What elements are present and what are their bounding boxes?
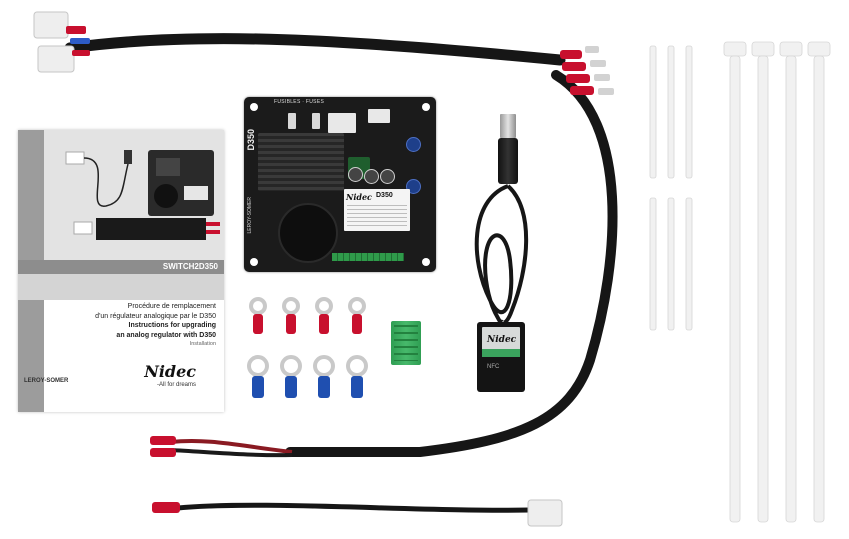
large-zip-ties	[723, 41, 831, 523]
regulator-label-lines	[347, 205, 407, 227]
manual-illustration-area	[44, 130, 224, 260]
capacitor	[364, 169, 379, 184]
pigtail-wires-black	[169, 448, 293, 458]
bottom-red-terminal	[152, 502, 180, 513]
nfc-icon: NFC	[487, 364, 500, 370]
nfc-dongle: Nidec NFC	[477, 322, 525, 392]
regulator-label-model: D350	[376, 192, 393, 199]
manual-brand-leroy-somer: LEROY-SOMER	[24, 378, 69, 384]
manual-illustration	[65, 150, 220, 240]
manual-subtitle: Installation	[189, 341, 216, 347]
ring-terminals-red	[249, 297, 366, 334]
regulator-potentiometer	[278, 203, 338, 263]
usb-cable-coil	[474, 184, 514, 323]
regulator-brand-side: LEROY-SOMER	[247, 197, 253, 234]
d350-regulator: FUSIBLES · FUSES D350 LEROY-SOMER Nidec …	[244, 97, 436, 272]
ring-terminals-blue	[247, 355, 368, 398]
mount-hole	[422, 258, 430, 266]
instruction-manual: SWITCH2D350 Procédure de remplacement d'…	[18, 130, 224, 412]
regulator-connector	[368, 109, 390, 123]
regulator-connector	[328, 113, 356, 133]
fuse	[312, 113, 320, 129]
regulator-model-side: D350	[246, 129, 256, 151]
regulator-label: Nidec D350	[344, 189, 410, 231]
manual-title-fr-1: Procédure de remplacement	[127, 303, 216, 310]
dongle-brand: Nidec	[487, 335, 517, 345]
mount-hole	[250, 258, 258, 266]
manual-product-code: SWITCH2D350	[162, 262, 218, 271]
regulator-top-label: FUSIBLES · FUSES	[274, 99, 325, 105]
dongle-green-bar	[482, 349, 520, 357]
capacitor	[380, 169, 395, 184]
manual-title-en-1: Instructions for upgrading	[128, 322, 217, 329]
white-connectors-top-left	[33, 11, 90, 73]
manual-title-en-2: an analog regulator with D350	[116, 331, 216, 339]
red-terminals-pigtail	[150, 436, 176, 457]
capacitor	[348, 167, 363, 182]
mount-hole	[422, 103, 430, 111]
bottom-cable	[175, 502, 533, 513]
capacitor	[406, 137, 421, 152]
usb-plug-body	[498, 138, 518, 184]
usb-plug-icon	[498, 114, 518, 184]
manual-brand-nidec: Nidec	[144, 362, 196, 381]
bottom-white-connector	[527, 499, 563, 527]
manual-lower-band	[18, 274, 224, 300]
manual-tagline: -All for dreams	[156, 382, 196, 388]
green-terminal-block	[391, 321, 421, 365]
regulator-terminal-strip	[332, 253, 404, 261]
usb-cable-coil-2	[499, 184, 529, 325]
regulator-label-brand: Nidec	[346, 192, 372, 202]
red-terminals-top-right	[560, 46, 614, 95]
harness-cable-top	[64, 33, 566, 66]
usb-plug-metal	[500, 114, 516, 138]
pigtail-wires	[169, 438, 293, 454]
harness-cable-loop	[285, 70, 618, 457]
small-zip-ties	[649, 45, 693, 331]
dongle-label: Nidec	[482, 327, 520, 357]
manual-title-bar: SWITCH2D350	[18, 260, 224, 274]
fuse	[288, 113, 296, 129]
regulator-heatsink	[258, 133, 344, 191]
manual-instructions: Procédure de remplacement d'un régulateu…	[66, 302, 216, 350]
mount-hole	[250, 103, 258, 111]
manual-title-fr-2: d'un régulateur analogique par le D350	[95, 312, 216, 320]
